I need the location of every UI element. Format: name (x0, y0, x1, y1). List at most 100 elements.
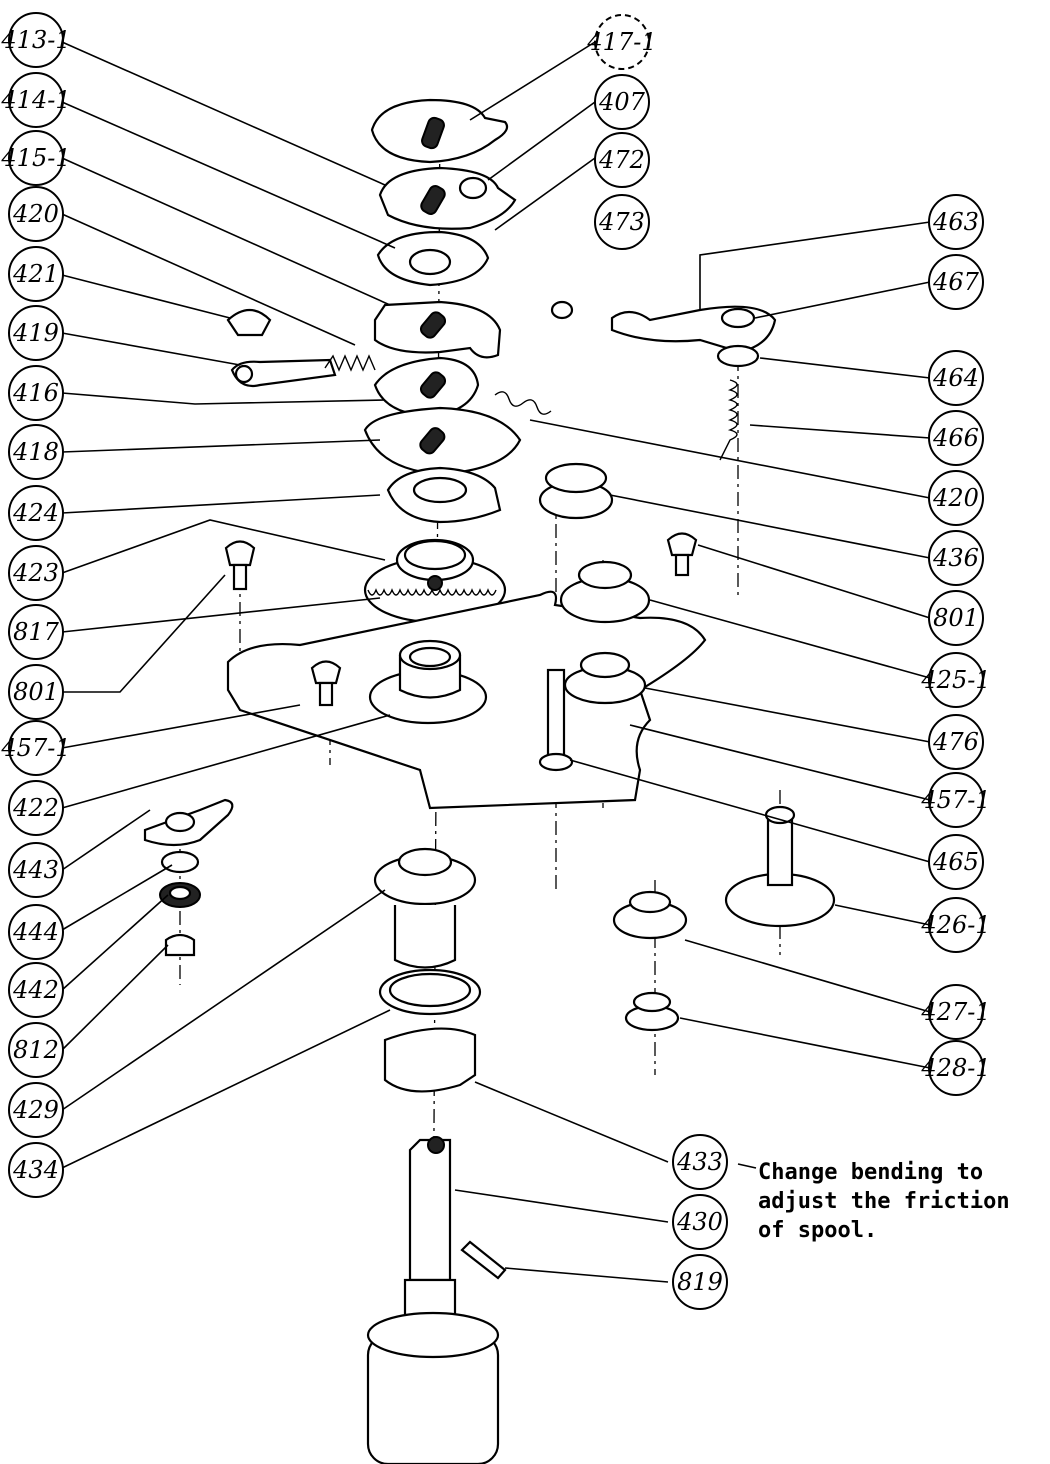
callout-407: 407 (594, 74, 650, 130)
spring-433 (383, 1027, 477, 1093)
callout-429: 429 (8, 1082, 64, 1138)
pin-819 (460, 1240, 507, 1280)
adjustment-note: Change bending to adjust the friction of… (758, 1160, 1010, 1243)
svg-text:819: 819 (677, 1268, 723, 1296)
svg-text:425-1: 425-1 (920, 666, 990, 694)
callout-464: 464 (928, 350, 984, 406)
callout-434: 434 (8, 1142, 64, 1198)
svg-text:473: 473 (598, 208, 645, 236)
callout-416: 416 (8, 365, 64, 421)
svg-text:472: 472 (598, 146, 645, 174)
screw-801-r (666, 532, 698, 557)
screw-801-l (310, 660, 342, 685)
callout-430: 430 (672, 1194, 728, 1250)
svg-text:476: 476 (932, 728, 979, 756)
callout-420-right: 420 (928, 470, 984, 526)
svg-text:420: 420 (932, 484, 979, 512)
callout-417-1: 417-1 (586, 14, 657, 70)
callout-457-1-left: 457-1 (0, 720, 71, 776)
svg-text:464: 464 (932, 364, 979, 392)
callout-473: 473 (594, 194, 650, 250)
svg-text:430: 430 (676, 1208, 723, 1236)
parts (143, 98, 836, 1464)
svg-text:812: 812 (13, 1036, 59, 1064)
callout-418: 418 (8, 424, 64, 480)
spring-444 (160, 850, 200, 874)
svg-text:442: 442 (12, 976, 59, 1004)
svg-text:436: 436 (932, 544, 979, 572)
callout-425-1: 425-1 (920, 652, 991, 708)
svg-text:428-1: 428-1 (920, 1054, 990, 1082)
svg-text:407: 407 (598, 88, 646, 116)
spring-421 (324, 354, 376, 372)
svg-text:463: 463 (932, 208, 979, 236)
svg-text:467: 467 (932, 268, 980, 296)
spring-466 (719, 379, 738, 461)
cam-plate-414-1 (378, 166, 517, 230)
nut-small (550, 300, 574, 320)
callout-436: 436 (928, 530, 984, 586)
callout-457-1-right: 457-1 (920, 772, 991, 828)
callout-413-1: 413-1 (0, 12, 71, 68)
spring-420-r (494, 391, 552, 415)
callout-801-right: 801 (928, 590, 984, 646)
svg-text:444: 444 (12, 918, 59, 946)
screw-817 (224, 540, 256, 567)
svg-text:457-1: 457-1 (920, 786, 990, 814)
svg-text:426-1: 426-1 (920, 911, 990, 939)
callout-817: 817 (8, 604, 64, 660)
svg-text:424: 424 (12, 499, 59, 527)
callout-465: 465 (928, 834, 984, 890)
post-465 (546, 668, 566, 762)
callout-414-1: 414-1 (0, 72, 71, 128)
svg-text:434: 434 (12, 1156, 59, 1184)
callout-442: 442 (8, 962, 64, 1018)
svg-text:443: 443 (12, 856, 59, 884)
svg-text:433: 433 (676, 1148, 723, 1176)
svg-text:466: 466 (932, 424, 979, 452)
callout-819: 819 (672, 1254, 728, 1310)
stud-407 (458, 176, 488, 200)
callout-421: 421 (8, 246, 64, 302)
callout-419: 419 (8, 305, 64, 361)
callout-427-1: 427-1 (920, 984, 991, 1040)
callout-466: 466 (928, 410, 984, 466)
svg-text:420: 420 (12, 200, 59, 228)
callout-424: 424 (8, 485, 64, 541)
svg-text:417-1: 417-1 (586, 28, 656, 56)
callout-801-left: 801 (8, 664, 64, 720)
svg-text:416: 416 (12, 379, 59, 407)
svg-text:419: 419 (12, 319, 59, 347)
shaft-430 (408, 1138, 452, 1282)
callout-444: 444 (8, 904, 64, 960)
callout-423: 423 (8, 545, 64, 601)
callout-467: 467 (928, 254, 984, 310)
svg-text:413-1: 413-1 (0, 26, 70, 54)
screw-812 (164, 933, 196, 957)
svg-text:801: 801 (13, 678, 59, 706)
svg-text:418: 418 (12, 438, 59, 466)
leader-lines (61, 41, 931, 1283)
svg-text:421: 421 (12, 260, 59, 288)
bushing-464 (716, 344, 760, 368)
callout-476: 476 (928, 714, 984, 770)
svg-text:422: 422 (12, 794, 59, 822)
callout-443: 443 (8, 842, 64, 898)
callout-420-left: 420 (8, 186, 64, 242)
callout-472: 472 (594, 132, 650, 188)
svg-text:465: 465 (932, 848, 979, 876)
callout-463: 463 (928, 194, 984, 250)
callout-426-1: 426-1 (920, 897, 991, 953)
svg-text:415-1: 415-1 (0, 144, 70, 172)
svg-text:801: 801 (933, 604, 979, 632)
svg-text:423: 423 (12, 559, 59, 587)
callout-433: 433 (672, 1134, 728, 1190)
callout-428-1: 428-1 (920, 1040, 991, 1096)
callout-812: 812 (8, 1022, 64, 1078)
callout-422: 422 (8, 780, 64, 836)
svg-text:457-1: 457-1 (0, 734, 70, 762)
svg-text:427-1: 427-1 (920, 998, 990, 1026)
callout-415-1: 415-1 (0, 130, 71, 186)
svg-text:817: 817 (13, 618, 60, 646)
